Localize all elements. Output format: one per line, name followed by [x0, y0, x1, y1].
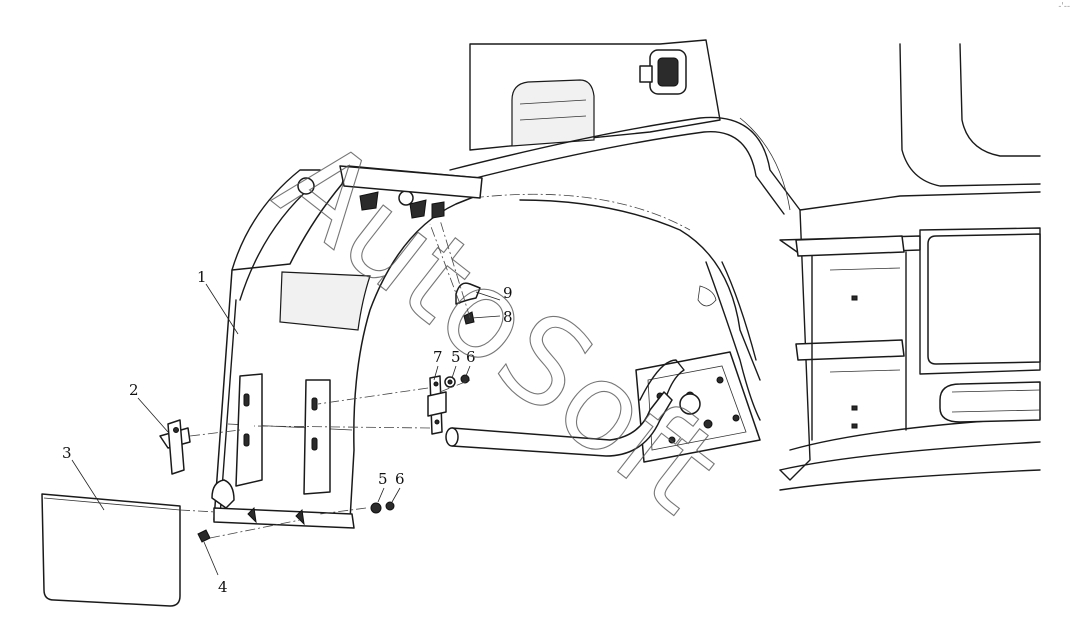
truck-cab: [449, 39, 1041, 491]
callout-1: 1: [197, 268, 207, 286]
callout-5-lower: 5: [378, 470, 388, 488]
corner-mark: -'--: [1058, 2, 1070, 12]
fender-main: [211, 165, 483, 529]
bolt-8: [463, 311, 475, 325]
callout-8: 8: [503, 308, 513, 326]
hardware: [197, 282, 481, 543]
nut-6-upper: [460, 374, 470, 384]
assembly-lines: [179, 219, 471, 539]
bracket-2: [159, 419, 191, 475]
callout-9: 9: [503, 284, 513, 302]
mud-flap: [41, 493, 181, 607]
strap-7: [427, 375, 447, 435]
callouts: 1 2 3 4 5 6 7 5 6 8 9: [62, 268, 513, 596]
callout-4: 4: [218, 578, 228, 596]
callout-2: 2: [129, 381, 139, 399]
callout-6-lower: 6: [395, 470, 405, 488]
nut-6-lower: [385, 501, 395, 511]
callout-5-upper: 5: [451, 348, 461, 366]
leader-lines: [71, 283, 501, 576]
bolt-4: [197, 529, 211, 543]
callout-7: 7: [433, 348, 443, 366]
callout-3: 3: [62, 444, 72, 462]
support-tube: [445, 391, 673, 457]
washer-5-lower: [370, 502, 382, 514]
callout-6-upper: 6: [466, 348, 476, 366]
